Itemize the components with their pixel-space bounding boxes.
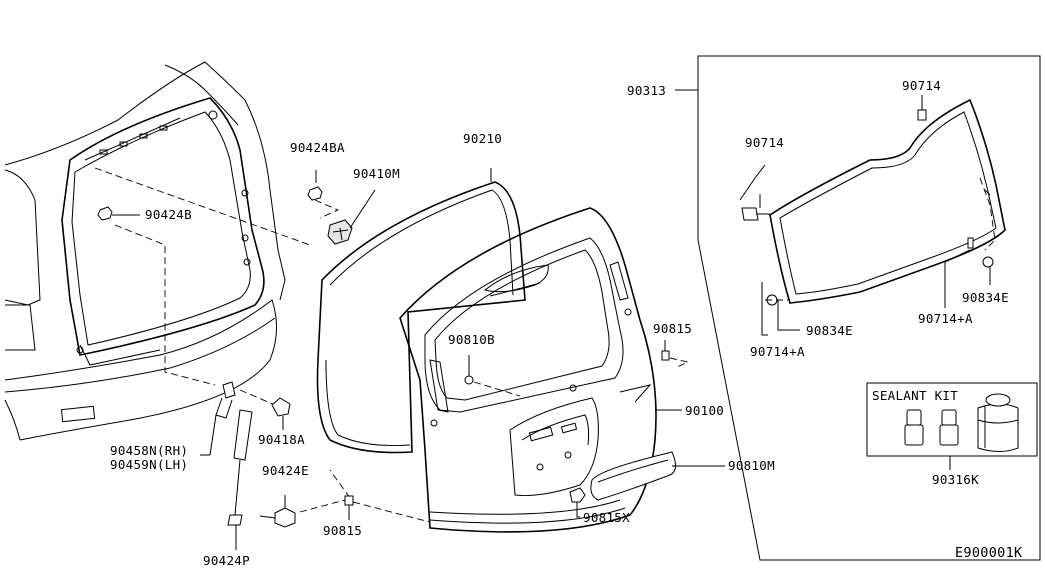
label-90810b: 90810B xyxy=(448,332,495,347)
bolt-90424b-icon xyxy=(97,206,140,221)
back-door-90100 xyxy=(399,207,657,533)
label-sealant-kit: SEALANT KIT xyxy=(872,388,958,403)
label-90810m: 90810M xyxy=(728,458,775,473)
label-90815-bottom: 90815 xyxy=(323,523,362,538)
back-door-glass-group xyxy=(675,55,1041,561)
label-90424b: 90424B xyxy=(145,207,192,222)
label-90834e-left: 90834E xyxy=(806,323,853,338)
label-90313: 90313 xyxy=(627,83,666,98)
sealant-kit-box xyxy=(866,382,1038,470)
bolt-90418a-icon xyxy=(271,397,291,430)
label-90316k: 90316K xyxy=(932,472,979,487)
label-90815-top: 90815 xyxy=(653,321,692,336)
label-90100: 90100 xyxy=(685,403,724,418)
label-90459n-lh: 90459N(LH) xyxy=(110,457,188,472)
label-90424e: 90424E xyxy=(262,463,309,478)
bumper-90815-bottom-icon xyxy=(344,495,354,520)
label-90714a-left: 90714+A xyxy=(750,344,805,359)
diagram-id-label: E900001K xyxy=(955,545,1023,561)
weatherstrip-90210 xyxy=(316,168,526,454)
label-90458n-rh: 90458N(RH) xyxy=(110,443,188,458)
bumper-90815-top-icon xyxy=(661,340,690,369)
label-90410m: 90410M xyxy=(353,166,400,181)
vehicle-body-rear xyxy=(4,61,286,441)
clip-90810b-icon xyxy=(464,355,521,397)
part-labels: 90313 90714 90714 90834E 90714+A 90834E … xyxy=(110,78,1023,568)
label-90834e-right: 90834E xyxy=(962,290,1009,305)
cap-90815x-icon xyxy=(569,487,586,518)
label-90714-top: 90714 xyxy=(902,78,941,93)
lock-90410m-icon xyxy=(327,189,376,245)
label-90714-left: 90714 xyxy=(745,135,784,150)
label-90815x: 90815X xyxy=(583,510,630,525)
label-90714a-right: 90714+A xyxy=(918,311,973,326)
finisher-90810m xyxy=(590,451,725,501)
label-90210: 90210 xyxy=(463,131,502,146)
label-90424ba: 90424BA xyxy=(290,140,345,155)
gas-stay-icon xyxy=(200,381,253,550)
label-90418a: 90418A xyxy=(258,432,305,447)
bolt-90424e-icon xyxy=(259,495,296,528)
label-90424p: 90424P xyxy=(203,553,250,568)
bolt-90424ba-icon xyxy=(307,170,340,219)
